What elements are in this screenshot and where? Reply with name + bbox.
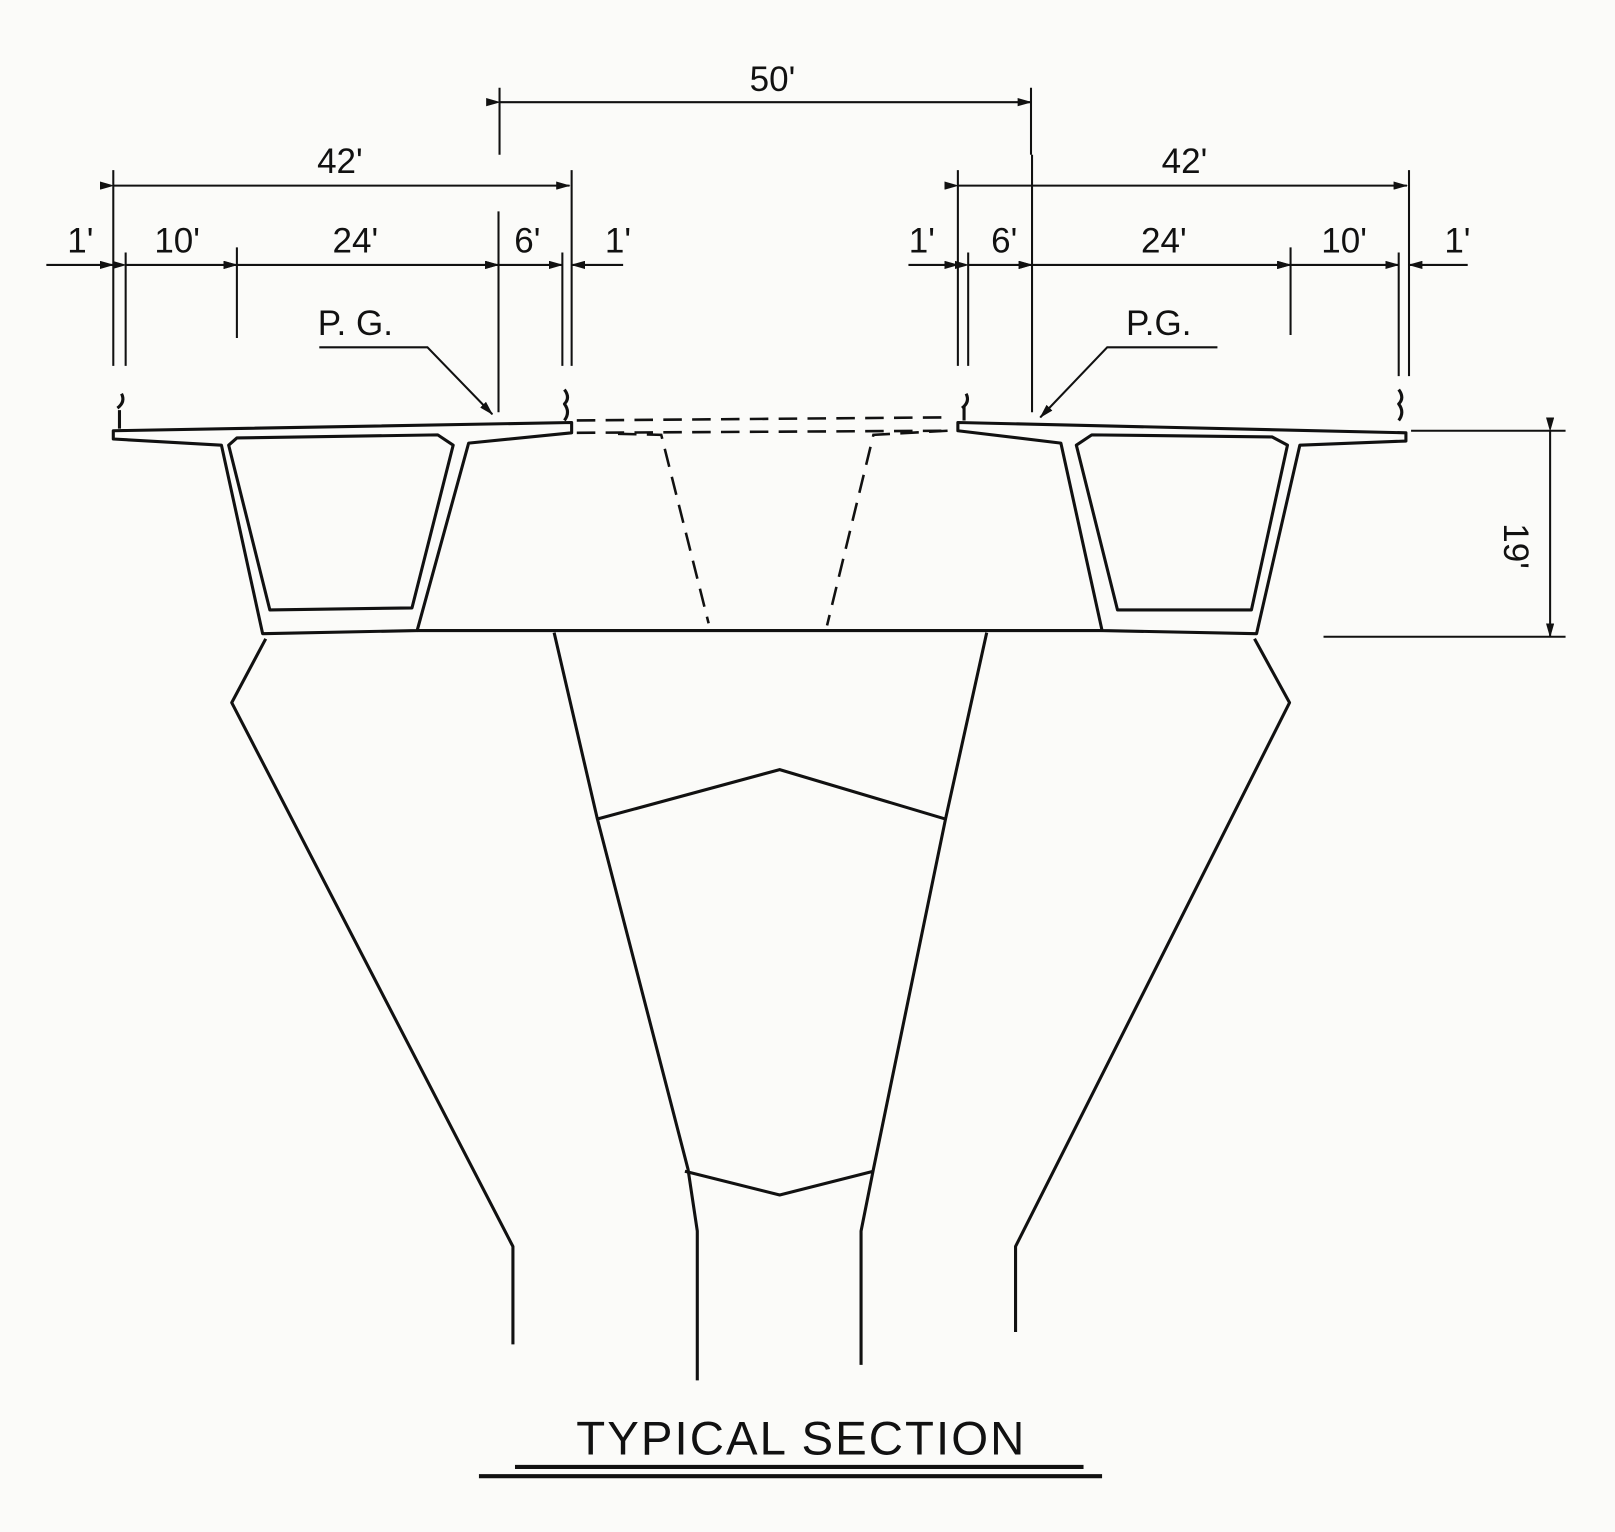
segment-label: 24'	[333, 222, 379, 261]
segment-label: 1'	[605, 222, 631, 261]
dimension-50ft: 50'	[486, 60, 1033, 155]
segment-label: 24'	[1141, 222, 1187, 261]
right-box-girder	[956, 388, 1408, 636]
left-segment-dimensions: 1' 10' 24' 6' 1'	[46, 222, 631, 270]
future-girder-dashed-outline	[576, 416, 948, 626]
segment-label: 6'	[991, 222, 1017, 261]
title-text: TYPICAL SECTION	[576, 1413, 1026, 1466]
profile-grade-label: P. G.	[318, 304, 393, 343]
dimension-label: 42'	[317, 142, 363, 181]
right-profile-grade-callout: P.G.	[1039, 304, 1218, 419]
drawing-title: TYPICAL SECTION	[478, 1413, 1103, 1479]
segment-label: 1'	[1444, 222, 1470, 261]
segment-label: 1'	[909, 222, 935, 261]
dimension-label: 50'	[750, 60, 796, 99]
segment-label: 10'	[1321, 222, 1367, 261]
segment-label: 10'	[154, 222, 200, 261]
left-box-girder	[111, 388, 574, 636]
right-segment-dimensions: 1' 6' 24' 10' 1'	[908, 222, 1470, 270]
segment-label: 6'	[514, 222, 540, 261]
left-extension-lines	[112, 170, 573, 413]
dimension-left-42ft: 42'	[99, 142, 571, 190]
dimension-label: 19'	[1496, 523, 1535, 569]
segment-label: 1'	[67, 222, 93, 261]
dimension-girder-depth: 19'	[1323, 417, 1566, 638]
profile-grade-label: P.G.	[1126, 304, 1192, 343]
pier	[230, 632, 1292, 1381]
dimension-right-42ft: 42'	[944, 142, 1408, 190]
left-profile-grade-callout: P. G.	[318, 304, 494, 416]
right-extension-lines	[956, 154, 1411, 413]
dimension-label: 42'	[1162, 142, 1208, 181]
